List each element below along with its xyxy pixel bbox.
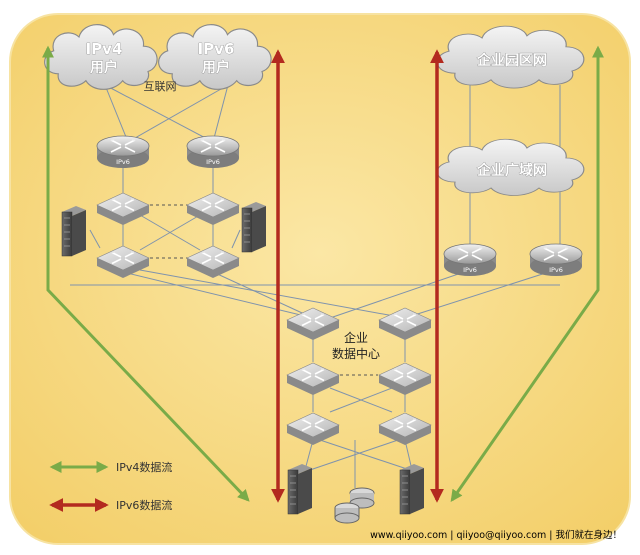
- server-icon: [287, 464, 312, 515]
- cloud-ipv6-line1: IPv6: [198, 40, 235, 58]
- switch-icon: [286, 362, 340, 395]
- background-panel: [9, 13, 631, 545]
- cloud-ipv4-line2: 用户: [90, 59, 118, 76]
- ipv4-flow-arrows: [42, 45, 604, 502]
- storage-disks-icon: [334, 487, 375, 524]
- cloud-ipv6-line2: 用户: [202, 59, 230, 76]
- datacenter-label-line2: 数据中心: [332, 346, 380, 361]
- cloud-wan-label: 企业广域网: [476, 162, 547, 179]
- footer-credit: www.qiiyoo.com | qiiyoo@qiiyoo.com | 我们就…: [370, 529, 622, 541]
- legend-ipv4-label: IPv4数据流: [116, 460, 172, 474]
- router-tag: IPv6: [206, 158, 220, 166]
- switch-icon: [378, 362, 432, 395]
- router-tag: IPv6: [463, 266, 477, 274]
- router-icon: IPv6: [96, 135, 150, 168]
- switch-icon: [286, 307, 340, 340]
- server-icon: [241, 202, 266, 253]
- legend-ipv6-label: IPv6数据流: [116, 498, 172, 512]
- legend: IPv4数据流 IPv6数据流: [49, 460, 172, 512]
- router-tag: IPv6: [116, 158, 130, 166]
- ipv4-flow-right: [450, 45, 604, 502]
- router-icon: IPv6: [529, 243, 583, 276]
- datacenter-label-line1: 企业: [344, 330, 368, 345]
- ipv6-flow-arrows: [271, 49, 444, 503]
- cloud-ipv4-line1: IPv4: [86, 40, 123, 58]
- switch-icon: [286, 412, 340, 445]
- router-tag: IPv6: [549, 266, 563, 274]
- server-icon: [61, 206, 86, 257]
- switch-icon: [378, 307, 432, 340]
- internet-label: 互联网: [144, 80, 177, 93]
- switch-icon: [378, 412, 432, 445]
- cloud-campus-label: 企业园区网: [476, 52, 547, 69]
- router-icon: IPv6: [186, 135, 240, 168]
- ipv4-flow-left: [42, 45, 250, 502]
- router-icon: IPv6: [443, 243, 497, 276]
- server-icon: [399, 464, 424, 515]
